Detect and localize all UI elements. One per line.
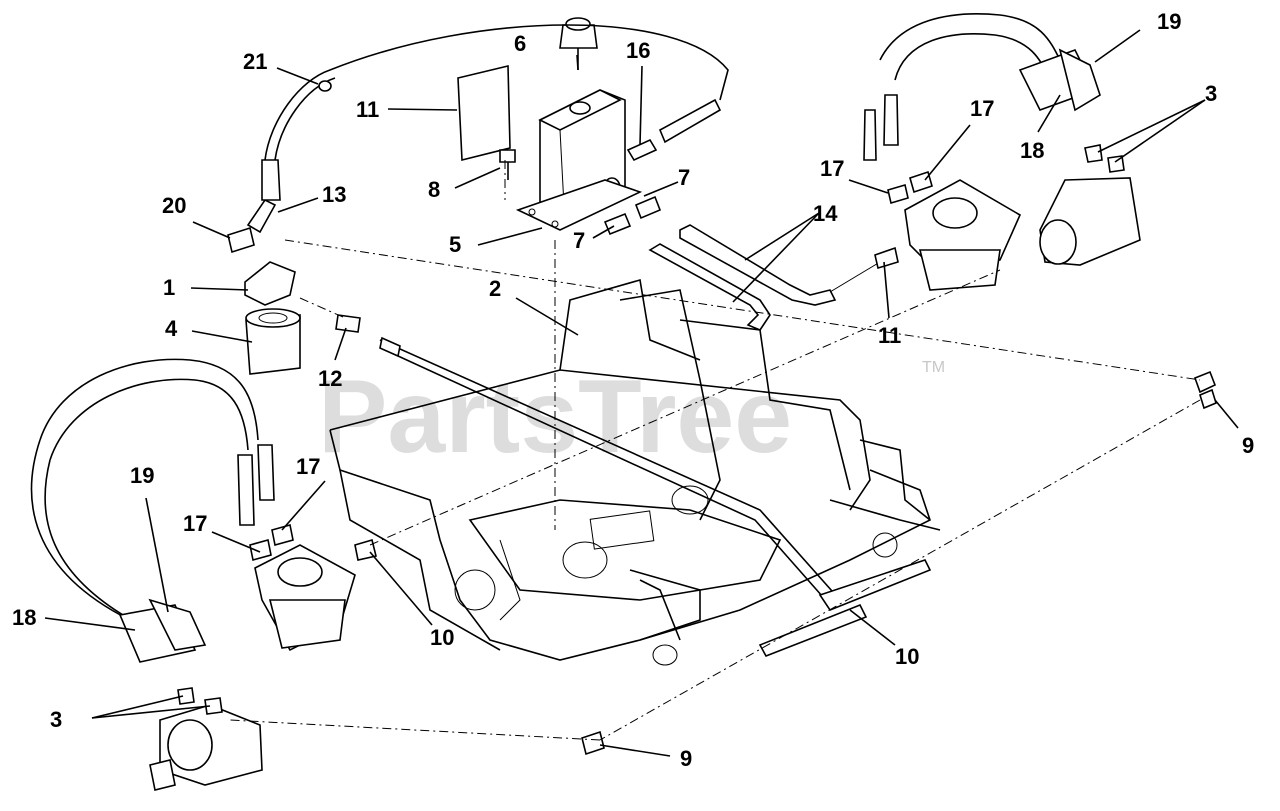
tractor-frame xyxy=(329,278,941,666)
right-fittings xyxy=(874,144,1125,270)
elbow-fitting-16 xyxy=(626,138,658,162)
oil-filter xyxy=(245,308,301,375)
decal xyxy=(457,64,511,162)
elbow-9-right xyxy=(1193,370,1217,410)
callout-8: 8 xyxy=(428,177,440,202)
callouts: 21 11 6 16 8 5 7 7 2 13 20 1 4 12 14 11 … xyxy=(12,9,1254,771)
callout-12: 12 xyxy=(318,366,342,391)
elbow-9-bottom xyxy=(581,730,605,756)
filter-head xyxy=(244,261,296,306)
callout-17-left-lower: 17 xyxy=(183,511,207,536)
callout-4: 4 xyxy=(165,316,178,341)
fitting-20 xyxy=(227,226,255,254)
fitting-12 xyxy=(335,314,361,333)
callout-19-left: 19 xyxy=(130,463,154,488)
callout-5: 5 xyxy=(449,232,461,257)
right-hoses-19 xyxy=(863,13,1101,161)
hose-assembly-14 xyxy=(648,98,881,331)
callout-18-left: 18 xyxy=(12,605,36,630)
callout-11-right: 11 xyxy=(878,323,901,348)
callout-7-lower: 7 xyxy=(573,228,585,253)
callout-13: 13 xyxy=(322,182,346,207)
callout-10: 10 xyxy=(895,644,919,669)
callout-3-left: 3 xyxy=(50,707,62,732)
callout-11-left: 10 xyxy=(430,625,454,650)
bolt-8 xyxy=(499,149,516,180)
callout-9-right: 9 xyxy=(1242,433,1254,458)
left-hydraulic-pump xyxy=(254,544,356,652)
callout-9-bottom: 9 xyxy=(680,746,692,771)
callout-17-left-upper: 17 xyxy=(296,454,320,479)
callout-3-right: 3 xyxy=(1205,81,1217,106)
watermark-trademark: TM xyxy=(922,359,945,376)
callout-16: 16 xyxy=(626,38,650,63)
left-hoses-19 xyxy=(30,358,275,663)
hydraulic-tube-10 xyxy=(379,336,932,658)
callout-15: 11 xyxy=(356,97,379,122)
assembly-guide-lines xyxy=(229,160,1201,741)
callout-1: 1 xyxy=(163,275,175,300)
suction-hose xyxy=(261,24,729,201)
callout-21: 21 xyxy=(243,49,267,74)
callout-6: 6 xyxy=(514,31,526,56)
fitting-7-upper xyxy=(634,195,662,220)
callout-2: 2 xyxy=(489,276,501,301)
right-hydraulic-pump xyxy=(904,179,1022,291)
callout-17-right-lower: 17 xyxy=(820,156,844,181)
hydraulic-reservoir xyxy=(515,89,643,231)
fitting-7-lower xyxy=(603,212,632,236)
callout-18-right: 18 xyxy=(1020,138,1044,163)
left-wheel-motor xyxy=(149,704,263,791)
leader-lines xyxy=(44,29,1239,757)
callout-17-right-upper: 17 xyxy=(970,96,994,121)
callout-20: 20 xyxy=(162,193,186,218)
callout-7-upper: 7 xyxy=(678,165,690,190)
callout-19-right: 19 xyxy=(1157,9,1181,34)
callout-14: 14 xyxy=(813,201,838,226)
right-wheel-motor xyxy=(1039,177,1141,266)
elbow-13 xyxy=(246,198,277,234)
